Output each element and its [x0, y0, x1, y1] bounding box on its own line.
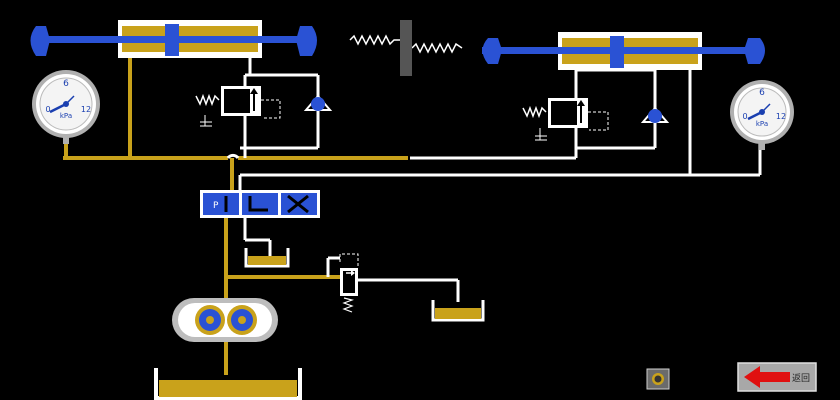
pump-gear-left	[195, 305, 225, 335]
return-lines	[226, 55, 762, 302]
gauge-tick-top: 6	[63, 79, 69, 89]
left-pressure-valve	[195, 86, 281, 127]
right-cyl-left-cap	[482, 38, 502, 64]
gauge-tick-right: 12	[776, 112, 786, 121]
back-button[interactable]: 返回	[737, 362, 817, 392]
right-pressure-gauge: 6 0 12 kPa	[730, 80, 794, 150]
right-pressure-valve	[522, 98, 609, 141]
left-rod-end-cap	[30, 26, 50, 56]
directional-control-valve: P	[200, 190, 320, 218]
left-check-valve	[303, 94, 333, 111]
right-rod-end-cap	[296, 26, 317, 56]
pump-gear-right	[227, 305, 257, 335]
tank-return-2	[431, 300, 485, 322]
gauge-tick-right: 12	[81, 105, 91, 114]
tank-return-1	[244, 248, 290, 268]
relief-valve	[339, 253, 359, 313]
left-piston-rod	[40, 36, 302, 43]
left-cylinder	[30, 20, 317, 58]
left-pressure-gauge: 6 0 12 kPa	[32, 70, 100, 144]
right-cylinder	[482, 32, 765, 70]
camera-icon[interactable]	[646, 368, 670, 390]
gear-pump	[172, 298, 278, 342]
valve-port-label: P	[213, 201, 219, 211]
gauge-unit: kPa	[60, 112, 72, 120]
gauge-tick-top: 6	[759, 88, 765, 98]
gauge-tick-left: 0	[45, 105, 50, 114]
spring-load	[349, 20, 463, 76]
right-cyl-right-cap	[744, 38, 765, 64]
back-arrow-icon	[744, 366, 790, 388]
right-check-valve	[640, 106, 670, 123]
load-plate	[400, 20, 412, 76]
main-reservoir	[154, 368, 302, 400]
right-piston-rod	[482, 47, 750, 54]
back-button-label: 返回	[792, 372, 810, 384]
gauge-unit: kPa	[756, 120, 768, 128]
gauge-tick-left: 0	[742, 112, 747, 121]
